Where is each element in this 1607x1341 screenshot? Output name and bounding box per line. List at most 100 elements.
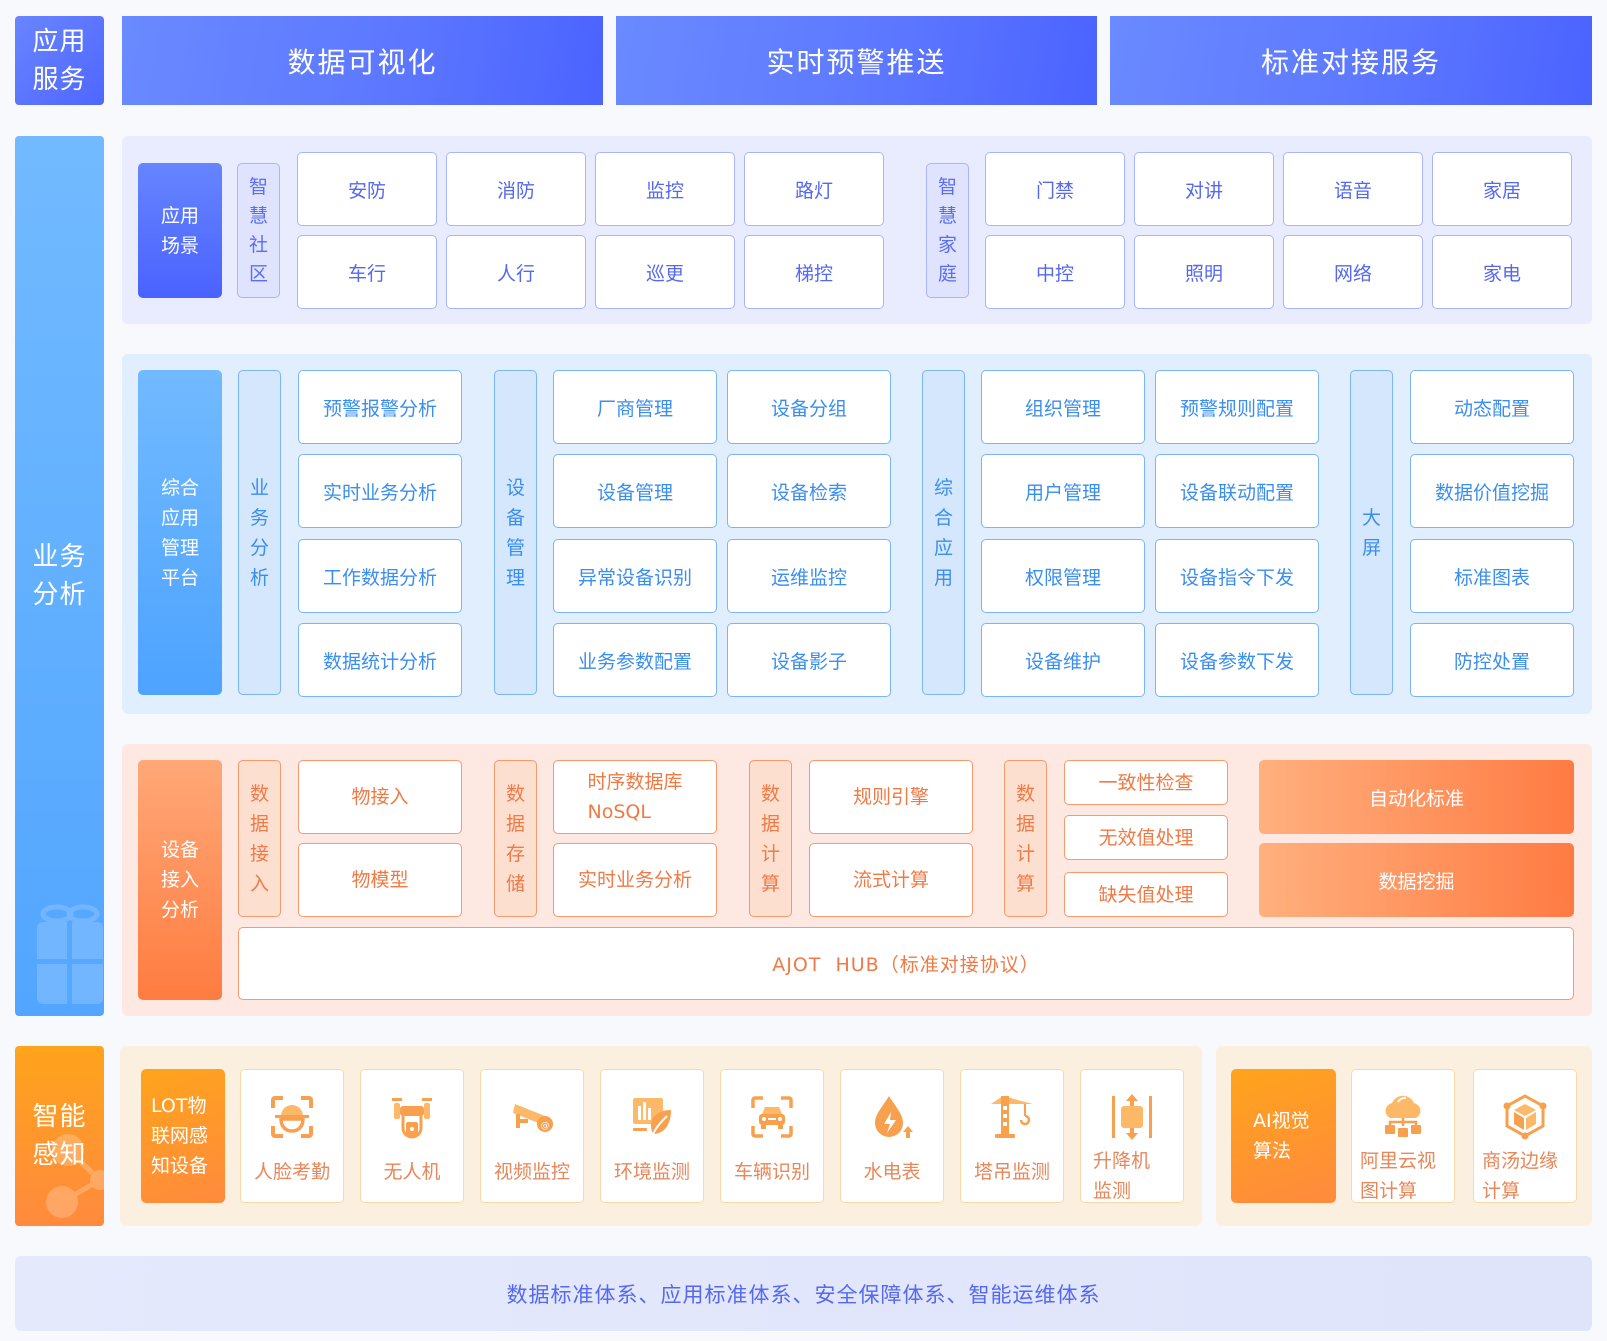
mgmt-item[interactable]: 厂商管理 <box>553 370 717 444</box>
scene-item[interactable]: 照明 <box>1134 235 1274 309</box>
scene-item[interactable]: 监控 <box>595 152 735 226</box>
ai-algorithm-card[interactable]: 阿里云视 图计算 <box>1351 1069 1455 1203</box>
scene-item[interactable]: 网络 <box>1283 235 1423 309</box>
sensing-device-card[interactable]: 环境监测 <box>600 1069 704 1203</box>
scene-item[interactable]: 门禁 <box>985 152 1125 226</box>
ajot-hub[interactable]: AJOT HUB（标准对接协议） <box>238 927 1574 1000</box>
sensing-device-label: 人脸考勤 <box>253 1161 330 1183</box>
mgmt-item[interactable]: 设备联动配置 <box>1155 454 1319 528</box>
mgmt-item[interactable]: 设备影子 <box>727 623 891 697</box>
sensing-device-card[interactable]: 车辆识别 <box>720 1069 824 1203</box>
scene-head: 应用 场景 <box>138 163 222 298</box>
mgmt-item[interactable]: 组织管理 <box>981 370 1145 444</box>
data-mining-button[interactable]: 数据挖掘 <box>1259 843 1574 917</box>
business-analysis-label: 业务 分析 <box>32 542 87 610</box>
iot-head-label: LOT物 联网感 知设备 <box>151 1095 209 1177</box>
device-item[interactable]: 物接入 <box>298 760 462 834</box>
device-item[interactable]: 缺失值处理 <box>1064 872 1228 917</box>
car-scan-icon <box>747 1092 797 1142</box>
scene-item[interactable]: 对讲 <box>1134 152 1274 226</box>
mgmt-item[interactable]: 工作数据分析 <box>298 539 462 613</box>
elevator-icon <box>1107 1092 1157 1142</box>
mgmt-group-label-text: 综 合 应 用 <box>933 476 953 589</box>
service-tile-alert-push[interactable]: 实时预警推送 <box>616 16 1097 105</box>
edge-cube-icon <box>1500 1092 1550 1142</box>
scene-item[interactable]: 梯控 <box>744 235 884 309</box>
sensing-device-label: 环境监测 <box>613 1161 690 1183</box>
scene-item[interactable]: 中控 <box>985 235 1125 309</box>
smart-sensing-label: 智能 感知 <box>32 1102 87 1170</box>
mgmt-item[interactable]: 预警规则配置 <box>1155 370 1319 444</box>
mgmt-item[interactable]: 数据统计分析 <box>298 623 462 697</box>
mgmt-item[interactable]: 业务参数配置 <box>553 623 717 697</box>
scene-item[interactable]: 家居 <box>1432 152 1572 226</box>
scene-item[interactable]: 人行 <box>446 235 586 309</box>
mgmt-item[interactable]: 标准图表 <box>1410 539 1574 613</box>
mgmt-head: 综合 应用 管理 平台 <box>138 370 222 695</box>
environment-leaf-icon <box>627 1092 677 1142</box>
mgmt-item[interactable]: 异常设备识别 <box>553 539 717 613</box>
gift-icon <box>37 904 103 1004</box>
service-tile-standard-docking[interactable]: 标准对接服务 <box>1110 16 1592 105</box>
mgmt-group-label-text: 设 备 管 理 <box>505 476 525 589</box>
mgmt-group-label: 综 合 应 用 <box>922 370 965 695</box>
iot-device-head: LOT物 联网感 知设备 <box>141 1069 225 1203</box>
mgmt-item[interactable]: 运维监控 <box>727 539 891 613</box>
community-label: 智 慧 社 区 <box>248 175 268 285</box>
service-tile-visualization[interactable]: 数据可视化 <box>122 16 603 105</box>
mgmt-item[interactable]: 设备管理 <box>553 454 717 528</box>
sensing-device-card[interactable]: 水电表 <box>840 1069 944 1203</box>
sensing-device-card[interactable]: @视频监控 <box>480 1069 584 1203</box>
device-item[interactable]: 无效值处理 <box>1064 815 1228 860</box>
device-item-label: 流式计算 <box>852 869 929 891</box>
device-group-label-text: 数 据 计 算 <box>1015 782 1035 895</box>
sensing-device-card[interactable]: 无人机 <box>360 1069 464 1203</box>
scene-item[interactable]: 路灯 <box>744 152 884 226</box>
device-item-label: 物接入 <box>351 786 409 808</box>
mgmt-item[interactable]: 设备维护 <box>981 623 1145 697</box>
device-item[interactable]: 时序数据库 NoSQL <box>553 760 717 834</box>
sensing-device-card[interactable]: 人脸考勤 <box>240 1069 344 1203</box>
sensing-device-label: 无人机 <box>383 1161 441 1183</box>
device-item-label: 无效值处理 <box>1098 826 1194 849</box>
scene-item[interactable]: 家电 <box>1432 235 1572 309</box>
layer-label-business-analysis: 业务 分析 <box>15 136 104 1016</box>
mgmt-group-label-text: 业 务 分 析 <box>249 476 269 589</box>
mgmt-item[interactable]: 设备参数下发 <box>1155 623 1319 697</box>
scene-item[interactable]: 巡更 <box>595 235 735 309</box>
cctv-camera-icon: @ <box>507 1092 557 1142</box>
device-item[interactable]: 流式计算 <box>809 843 973 917</box>
ai-algorithm-card[interactable]: 商汤边缘 计算 <box>1473 1069 1577 1203</box>
mgmt-item[interactable]: 动态配置 <box>1410 370 1574 444</box>
scene-item[interactable]: 车行 <box>297 235 437 309</box>
mgmt-group-label: 大 屏 <box>1350 370 1393 695</box>
scene-item[interactable]: 消防 <box>446 152 586 226</box>
mgmt-item[interactable]: 设备检索 <box>727 454 891 528</box>
sensing-device-card[interactable]: 塔吊监测 <box>960 1069 1064 1203</box>
mgmt-item[interactable]: 防控处置 <box>1410 623 1574 697</box>
mgmt-item[interactable]: 设备分组 <box>727 370 891 444</box>
auto-standard-button[interactable]: 自动化标准 <box>1259 760 1574 834</box>
standards-bar: 数据标准体系、应用标准体系、安全保障体系、智能运维体系 <box>15 1256 1592 1331</box>
device-item[interactable]: 一致性检查 <box>1064 760 1228 805</box>
mgmt-group-label: 设 备 管 理 <box>494 370 537 695</box>
mgmt-head-label: 综合 应用 管理 平台 <box>160 476 199 589</box>
scene-item[interactable]: 语音 <box>1283 152 1423 226</box>
mgmt-item[interactable]: 数据价值挖掘 <box>1410 454 1574 528</box>
device-item[interactable]: 实时业务分析 <box>553 843 717 917</box>
scene-item[interactable]: 安防 <box>297 152 437 226</box>
mgmt-item[interactable]: 实时业务分析 <box>298 454 462 528</box>
sensing-device-card[interactable]: 升降机 监测 <box>1080 1069 1184 1203</box>
mgmt-item[interactable]: 设备指令下发 <box>1155 539 1319 613</box>
mgmt-item[interactable]: 用户管理 <box>981 454 1145 528</box>
layer-label-app-service: 应用 服务 <box>15 16 104 105</box>
device-group-label-text: 数 据 计 算 <box>760 782 780 895</box>
device-item-label: 物模型 <box>351 869 409 891</box>
home-label: 智 慧 家 庭 <box>937 175 957 285</box>
hub-label: AJOT HUB（标准对接协议） <box>772 954 1040 976</box>
mgmt-item[interactable]: 权限管理 <box>981 539 1145 613</box>
device-item[interactable]: 规则引擎 <box>809 760 973 834</box>
device-item-label: 缺失值处理 <box>1098 883 1194 906</box>
mgmt-item[interactable]: 预警报警分析 <box>298 370 462 444</box>
device-item[interactable]: 物模型 <box>298 843 462 917</box>
